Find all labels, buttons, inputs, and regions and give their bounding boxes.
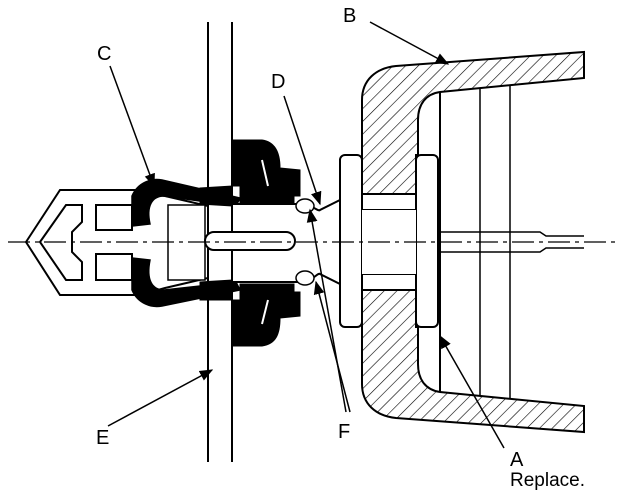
callout-a: A xyxy=(510,449,524,471)
callout-c: C xyxy=(97,43,111,65)
leader-b xyxy=(369,21,450,65)
seal-flanges xyxy=(339,154,439,328)
leader-f2 xyxy=(313,280,351,413)
callout-a-note: Replace. xyxy=(510,470,585,491)
leader-f1 xyxy=(306,208,347,413)
callout-e: E xyxy=(96,427,109,449)
callout-d: D xyxy=(271,71,285,93)
leader-c xyxy=(109,65,155,188)
leader-d xyxy=(283,95,322,206)
leader-lines xyxy=(107,21,505,449)
grommet-detail xyxy=(261,159,269,325)
callout-b: B xyxy=(343,5,356,27)
callout-f: F xyxy=(338,421,350,443)
leader-a xyxy=(439,334,505,449)
grommet xyxy=(199,139,301,347)
leader-e xyxy=(107,369,214,427)
